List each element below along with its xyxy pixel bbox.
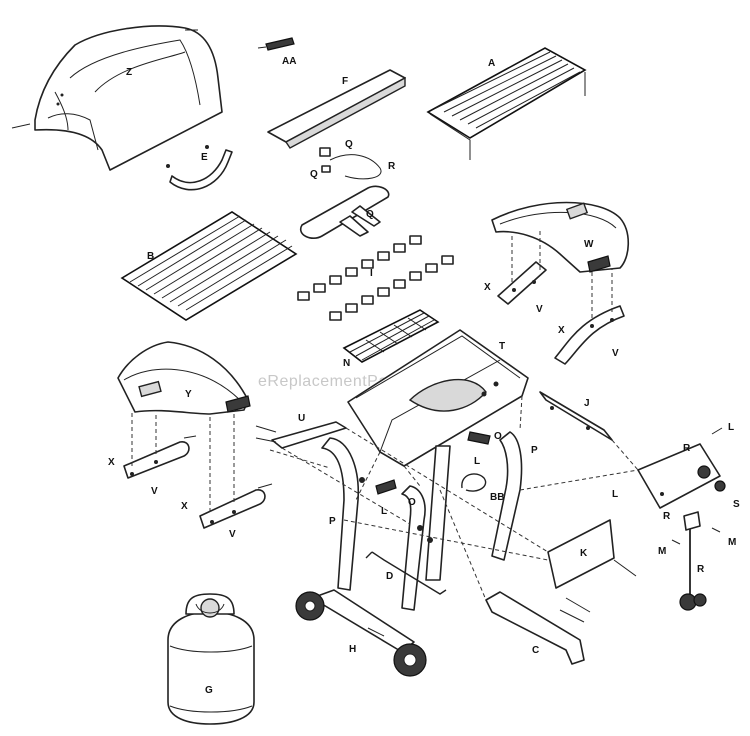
part-h-wheel-base <box>295 589 427 677</box>
label-r-3: R <box>663 511 671 522</box>
label-x-3: X <box>108 457 115 468</box>
label-v-4: V <box>229 529 236 540</box>
label-n: N <box>343 358 350 369</box>
label-k: K <box>580 548 588 559</box>
part-e-handle <box>166 145 233 191</box>
part-y-left-shelf <box>117 341 251 415</box>
label-y: Y <box>185 389 192 400</box>
label-g: G <box>205 685 213 696</box>
label-w: W <box>584 239 594 250</box>
part-j-bracket <box>539 391 613 441</box>
label-c: C <box>532 645 539 656</box>
label-v-2: V <box>612 348 619 359</box>
label-z: Z <box>126 67 132 78</box>
label-m-2: M <box>728 537 736 548</box>
part-d-hook <box>365 551 447 595</box>
label-aa: AA <box>282 56 296 67</box>
part-z-lid <box>11 25 223 171</box>
label-x-1: X <box>484 282 491 293</box>
label-r-1: R <box>388 161 396 172</box>
label-i: I <box>370 268 373 279</box>
part-aa-bracket <box>257 37 295 51</box>
label-o-1: O <box>408 497 416 508</box>
label-j: J <box>584 398 590 409</box>
label-x-4: X <box>181 501 188 512</box>
part-bb-ring <box>461 473 487 492</box>
label-f: F <box>342 76 348 87</box>
part-x-shelf-legs-upper <box>497 230 625 365</box>
label-a: A <box>488 58 495 69</box>
part-t-firebox <box>347 329 529 467</box>
part-a-warming-rack <box>426 47 587 160</box>
label-p-2: P <box>531 445 538 456</box>
label-q-1: Q <box>345 139 353 150</box>
part-p-legs <box>321 431 523 611</box>
label-p-1: P <box>329 516 336 527</box>
part-n-rock-grate <box>342 309 440 363</box>
part-w-right-shelf <box>491 201 630 273</box>
part-r-valve-assembly <box>671 511 721 611</box>
label-v-3: V <box>151 486 158 497</box>
part-c-rear-base <box>485 591 591 665</box>
part-q-burner <box>299 185 390 240</box>
part-x-shelf-legs-lower <box>123 410 273 529</box>
label-bb: BB <box>490 492 504 503</box>
part-l-control-panel <box>637 427 726 509</box>
label-d: D <box>386 571 393 582</box>
assembly-guide-lines <box>269 395 639 601</box>
part-f-heat-shield <box>267 69 406 149</box>
label-s: S <box>733 499 740 510</box>
label-l-3: L <box>381 506 387 517</box>
label-t: T <box>499 341 505 352</box>
part-i-briquettes <box>297 235 454 321</box>
label-r-2: R <box>683 443 691 454</box>
label-v-1: V <box>536 304 543 315</box>
label-m-1: M <box>658 546 666 557</box>
label-q-3: Q <box>366 209 374 220</box>
label-x-2: X <box>558 325 565 336</box>
label-l-4: L <box>474 456 480 467</box>
label-u: U <box>298 413 305 424</box>
part-k-panel <box>547 519 637 589</box>
part-o-leg-clips <box>359 431 491 543</box>
part-b-cooking-grid <box>120 211 298 321</box>
label-r-4: R <box>697 564 705 575</box>
part-g-propane-tank <box>167 593 255 725</box>
label-q-2: Q <box>310 169 318 180</box>
part-q-igniter-bracket <box>319 147 382 180</box>
label-e: E <box>201 152 208 163</box>
label-l-2: L <box>612 489 618 500</box>
label-b: B <box>147 251 154 262</box>
label-l-1: L <box>728 422 734 433</box>
label-h: H <box>349 644 356 655</box>
label-o-2: O <box>494 431 502 442</box>
